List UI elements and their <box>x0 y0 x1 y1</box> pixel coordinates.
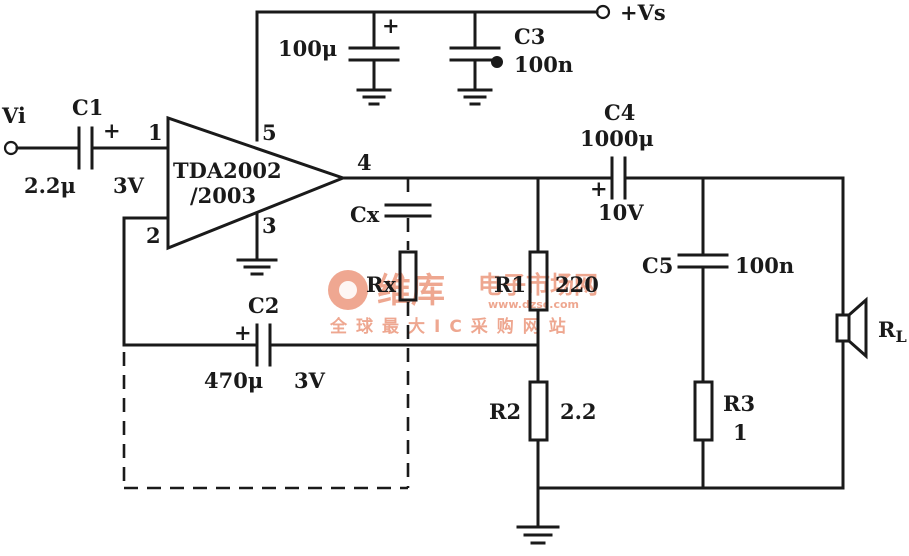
pin5-label: 5 <box>262 120 277 145</box>
c4-label: C4 <box>604 100 635 125</box>
c1-plus: + <box>103 118 121 143</box>
c1-value: 2.2μ <box>24 173 76 198</box>
r1-label: R1 <box>494 272 526 297</box>
r1-value: 220 <box>555 272 599 297</box>
rl-label: RL <box>878 317 907 346</box>
pin3-ground <box>236 213 278 276</box>
c4-plus: + <box>590 176 608 201</box>
ground-bus <box>516 486 845 545</box>
r2-value: 2.2 <box>560 399 597 424</box>
c4-section: C4 1000μ + 10V <box>580 100 845 225</box>
input-section: Vi C1 + 2.2μ 3V <box>1 95 170 198</box>
opamp-triangle <box>166 115 348 251</box>
r3-resistor <box>693 380 714 442</box>
pin3-label: 3 <box>262 213 277 238</box>
watermark-brand: 维库 <box>377 271 445 311</box>
ic-name-line1: TDA2002 <box>173 158 282 183</box>
c1-voltage: 3V <box>113 173 145 198</box>
c3-value: 100n <box>514 52 573 77</box>
cap-100u-value: 100μ <box>278 36 337 61</box>
pin4-label: 4 <box>357 150 372 175</box>
c3-label: C3 <box>514 24 545 49</box>
c2-voltage: 3V <box>294 368 326 393</box>
input-terminal <box>3 140 19 156</box>
c2-value: 470μ <box>204 368 263 393</box>
c5-label: C5 <box>642 253 673 278</box>
rx-resistor <box>398 250 418 302</box>
c4-voltage: 10V <box>598 200 644 225</box>
c4-value: 1000μ <box>580 126 654 151</box>
vs-label: +Vs <box>620 0 666 25</box>
c5-value: 100n <box>735 253 794 278</box>
r3-label: R3 <box>723 391 755 416</box>
watermark-brand2: 电子市场网 <box>478 271 598 299</box>
watermark-slogan: 全球最大IC采购网站 <box>329 316 575 337</box>
speaker-icon <box>835 313 851 343</box>
vin-label: Vi <box>1 103 26 128</box>
r2-resistor <box>528 380 549 442</box>
cx-label: Cx <box>350 202 380 227</box>
speaker-section: RL <box>835 176 907 490</box>
rx-label: Rx <box>366 272 396 297</box>
c2-plus: + <box>234 320 252 345</box>
watermark: 维库 电子市场网 www.dzsc.com 全球最大IC采购网站 <box>328 270 598 337</box>
speaker-cone-icon <box>847 296 868 360</box>
r3-value: 1 <box>733 420 748 445</box>
amplifier-ic: TDA2002 /2003 1 2 3 4 5 <box>146 115 372 251</box>
pin2-label: 2 <box>146 223 161 248</box>
zobel-network: C5 100n R3 1 <box>642 176 794 490</box>
r2-label: R2 <box>489 399 521 424</box>
watermark-url: www.dzsc.com <box>488 298 579 311</box>
supply-section: +Vs 100μ + C3 100n <box>255 0 666 142</box>
cap-100u-plus: + <box>382 13 400 38</box>
c1-label: C1 <box>72 95 103 120</box>
ic-name-line2: /2003 <box>190 183 256 208</box>
vs-terminal <box>595 4 611 20</box>
pin1-label: 1 <box>148 120 163 145</box>
output-section: Cx Rx R1 220 C2 + 470μ 3V R2 2.2 <box>122 176 612 529</box>
c2-label: C2 <box>248 293 279 318</box>
